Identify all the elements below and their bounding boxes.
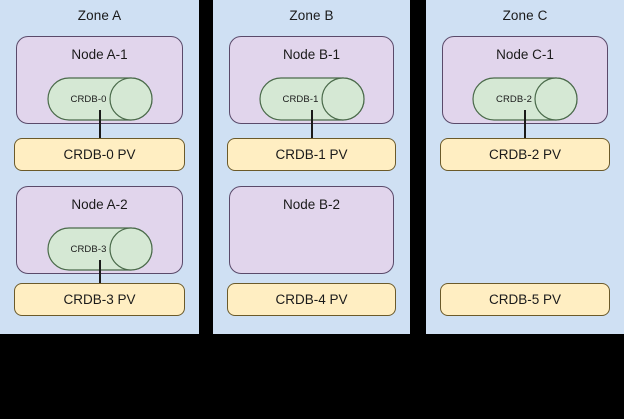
- pv-box[interactable]: CRDB-0 PV: [14, 138, 185, 171]
- node-to-pv-connector: [310, 110, 313, 140]
- database-icon: [472, 77, 578, 121]
- pv-box[interactable]: CRDB-5 PV: [440, 283, 610, 316]
- zone-title: Zone B: [289, 8, 334, 23]
- node-label: Node B-2: [282, 197, 341, 212]
- database-label: CRDB-2: [496, 93, 532, 105]
- node-box[interactable]: Node A-2 CRDB-3: [16, 186, 183, 274]
- database-label: CRDB-3: [70, 243, 107, 255]
- database-cylinder[interactable]: CRDB-0: [46, 77, 153, 121]
- node-box[interactable]: Node C-1 CRDB-2: [442, 36, 608, 124]
- database-icon: [46, 227, 153, 271]
- database-cylinder[interactable]: CRDB-3: [46, 227, 153, 271]
- database-label: CRDB-1: [282, 93, 319, 105]
- node-to-pv-connector: [524, 110, 526, 140]
- node-label: Node A-1: [71, 47, 128, 62]
- node-label: Node C-1: [496, 47, 554, 62]
- database-label: CRDB-0: [70, 93, 107, 105]
- zone-title: Zone A: [77, 8, 122, 23]
- database-cylinder[interactable]: CRDB-1: [258, 77, 365, 121]
- database-icon: [46, 77, 153, 121]
- zone-panel-a: Zone A Node A-1 CRDB-0 CRDB-0 PV Node A-…: [0, 0, 199, 334]
- pv-box[interactable]: CRDB-3 PV: [14, 283, 185, 316]
- database-icon: [258, 77, 365, 121]
- node-to-pv-connector: [98, 110, 101, 140]
- pv-box[interactable]: CRDB-4 PV: [227, 283, 396, 316]
- database-cylinder[interactable]: CRDB-2: [472, 77, 578, 121]
- zone-title: Zone C: [502, 8, 548, 23]
- node-label: Node A-2: [71, 197, 128, 212]
- node-to-pv-connector: [98, 260, 101, 290]
- node-box[interactable]: Node B-1 CRDB-1: [229, 36, 394, 124]
- pv-box[interactable]: CRDB-1 PV: [227, 138, 396, 171]
- node-box-empty[interactable]: Node B-2: [229, 186, 394, 274]
- zone-panel-b: Zone B Node B-1 CRDB-1 CRDB-1 PV Node B-…: [213, 0, 410, 334]
- zone-panel-c: Zone C Node C-1 CRDB-2 CRDB-2 PV CRDB-5 …: [426, 0, 624, 334]
- node-box[interactable]: Node A-1 CRDB-0: [16, 36, 183, 124]
- node-label: Node B-1: [282, 47, 341, 62]
- pv-box[interactable]: CRDB-2 PV: [440, 138, 610, 171]
